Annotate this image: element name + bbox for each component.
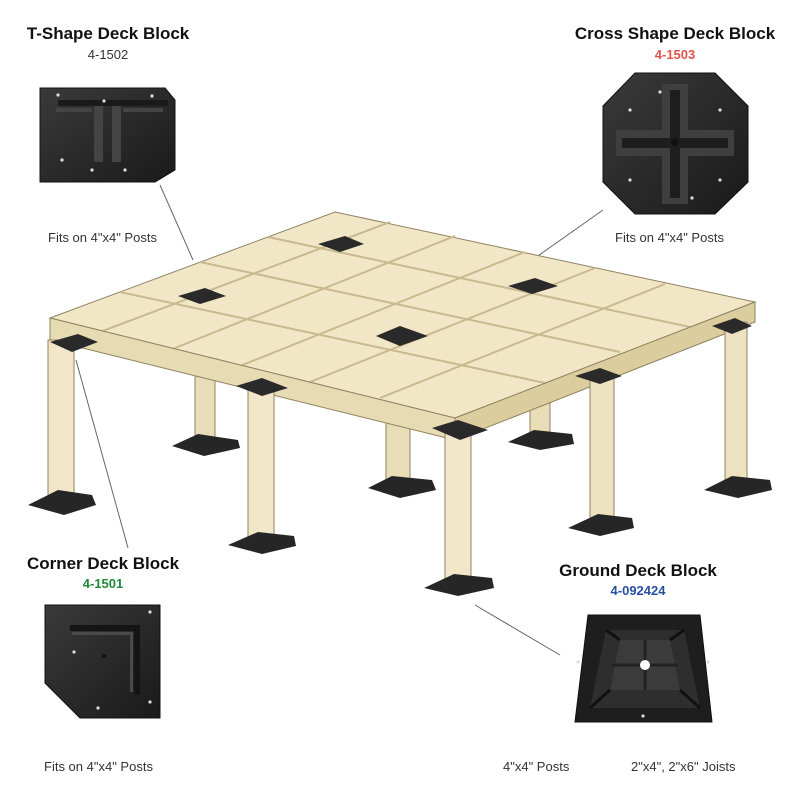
corner-fits-label: Fits on 4"x4" Posts: [44, 759, 153, 774]
corner-block-icon: [44, 604, 161, 719]
ground-block-icon: [574, 614, 713, 723]
cross-title: Cross Shape Deck Block: [574, 24, 776, 43]
t-shape-code: 4-1502: [87, 47, 129, 62]
t-shape-fits-label: Fits on 4"x4" Posts: [48, 230, 157, 245]
cross-fits-label: Fits on 4"x4" Posts: [615, 230, 724, 245]
cross-code: 4-1503: [654, 47, 696, 62]
ground-posts-label: 4"x4" Posts: [503, 759, 570, 774]
corner-title: Corner Deck Block: [26, 554, 180, 573]
cross-block-icon: [602, 72, 749, 215]
deck-connector-blocks: [50, 236, 752, 440]
ground-title: Ground Deck Block: [559, 561, 717, 580]
t-shape-title: T-Shape Deck Block: [26, 24, 190, 43]
ground-joists-label: 2"x4", 2"x6" Joists: [631, 759, 736, 774]
ground-code: 4-092424: [610, 583, 666, 598]
corner-code: 4-1501: [82, 576, 124, 591]
deck-frame: [47, 211, 757, 581]
t-shape-block-icon: [39, 87, 176, 183]
deck-ground-blocks: [28, 430, 772, 596]
